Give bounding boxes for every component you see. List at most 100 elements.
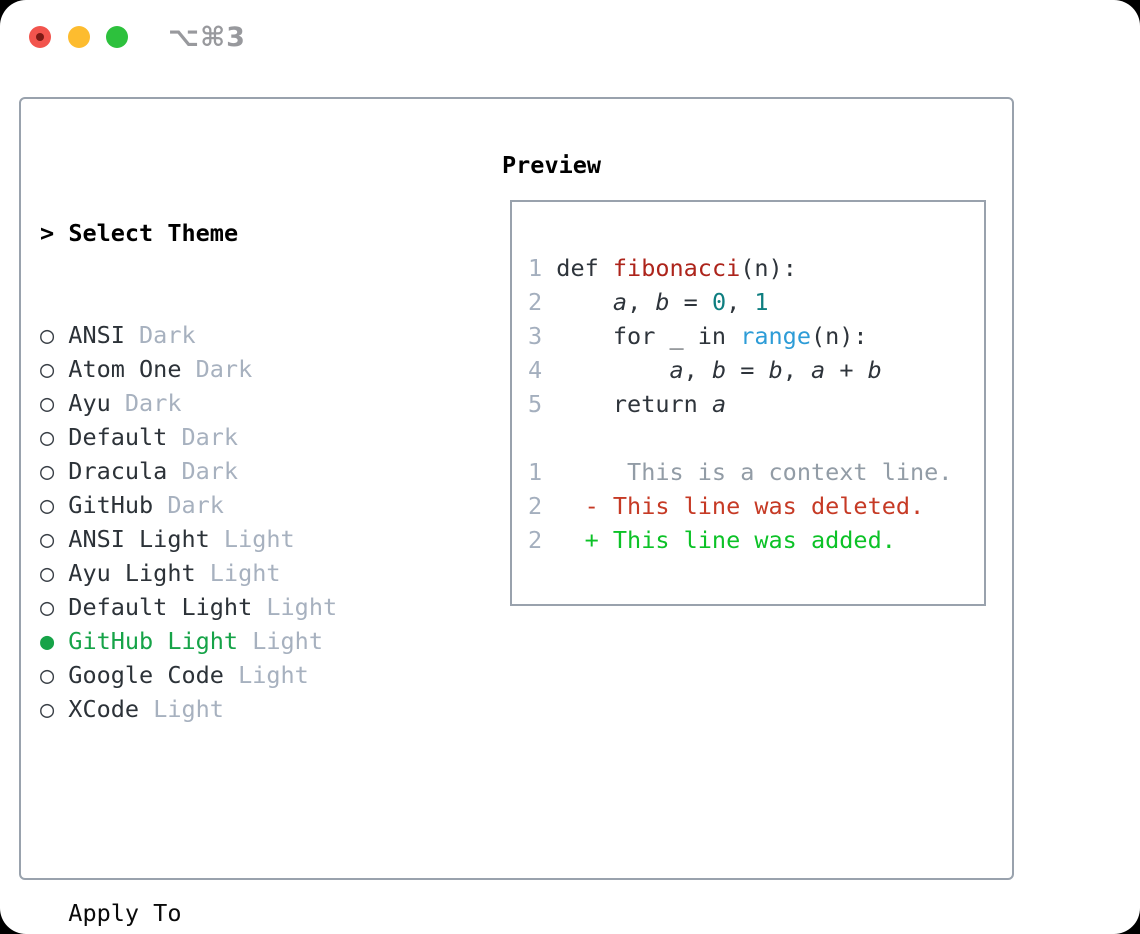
code-token-var: a: [612, 288, 628, 316]
code-line: 4 a, b = b, a + b: [528, 353, 952, 387]
radio-unselected-icon: ○: [40, 695, 69, 723]
theme-option[interactable]: ○ ANSI Dark: [40, 318, 436, 352]
code-token-code: (n):: [810, 322, 868, 350]
radio-unselected-icon: ○: [40, 593, 69, 621]
minimize-button[interactable]: [68, 26, 90, 48]
code-token-added: + This line was added.: [542, 526, 896, 554]
code-token-code: ,: [683, 356, 712, 384]
radio-unselected-icon: ○: [40, 389, 69, 417]
theme-option[interactable]: ○ ANSI Light Light: [40, 522, 436, 556]
code-token-num: 1: [754, 288, 769, 316]
line-number: 4: [528, 356, 543, 384]
line-number: 1: [528, 254, 543, 282]
radio-unselected-icon: ○: [40, 457, 69, 485]
code-token-code: =: [726, 356, 769, 384]
code-line: 1 def fibonacci(n):: [528, 251, 952, 285]
line-number: 2: [528, 288, 543, 316]
code-token-context: This is a context line.: [542, 458, 953, 486]
option-label: ANSI: [68, 321, 125, 349]
line-number: 3: [528, 322, 543, 350]
cursor-icon: >: [40, 219, 55, 247]
code-token-num: 0: [711, 288, 727, 316]
option-label: GitHub: [68, 491, 154, 519]
code-token-code: ,: [782, 356, 812, 384]
code-token-code: [542, 288, 613, 316]
radio-unselected-icon: ○: [40, 321, 69, 349]
theme-variant-label: Light: [238, 627, 323, 655]
close-button[interactable]: [29, 26, 51, 48]
theme-option[interactable]: ○ GitHub Dark: [40, 488, 436, 522]
code-token-var: a: [711, 390, 727, 418]
preview-header: Preview: [502, 151, 602, 179]
line-number: 2: [528, 526, 543, 554]
code-token-var: b: [768, 356, 783, 384]
theme-option[interactable]: ○ Default Light Light: [40, 590, 436, 624]
theme-variant-label: Dark: [181, 355, 253, 383]
theme-variant-label: Light: [223, 661, 309, 689]
code-token-code: return: [542, 390, 712, 418]
code-line: 2 - This line was deleted.: [528, 489, 952, 523]
code-line: 2 + This line was added.: [528, 523, 952, 557]
code-token-func: fibonacci: [612, 254, 741, 282]
theme-variant-label: Dark: [153, 491, 224, 519]
theme-variant-label: Light: [209, 525, 295, 553]
preview-pane: [510, 200, 986, 606]
option-label: XCode: [68, 695, 140, 723]
theme-option[interactable]: ○ Dracula Dark: [40, 454, 436, 488]
theme-option[interactable]: ○ Ayu Light Light: [40, 556, 436, 590]
line-number: 2: [528, 492, 543, 520]
code-token-var: b: [867, 356, 882, 384]
radio-selected-icon: ●: [40, 627, 69, 655]
code-token-code: (n):: [740, 254, 797, 282]
theme-option[interactable]: ○ XCode Light: [40, 692, 436, 726]
theme-option[interactable]: ○ Google Code Light: [40, 658, 436, 692]
code-token-builtin: range: [740, 322, 811, 350]
option-label: Ayu: [68, 389, 111, 417]
radio-unselected-icon: ○: [40, 661, 69, 689]
option-label: Google Code: [68, 661, 224, 689]
theme-option[interactable]: ● GitHub Light Light: [40, 624, 436, 658]
theme-variant-label: Light: [252, 593, 338, 621]
theme-option[interactable]: ○ Default Dark: [40, 420, 436, 454]
option-label: Default Light: [68, 593, 253, 621]
theme-option[interactable]: ○ Atom One Dark: [40, 352, 436, 386]
radio-unselected-icon: ○: [40, 491, 69, 519]
theme-variant-label: Dark: [110, 389, 182, 417]
code-token-code: ,: [627, 288, 656, 316]
option-label: GitHub Light: [68, 627, 239, 655]
code-token-code: [542, 356, 669, 384]
radio-unselected-icon: ○: [40, 423, 69, 451]
option-label: Ayu Light: [68, 559, 196, 587]
select-theme-header: > Select Theme: [40, 216, 436, 250]
radio-unselected-icon: ○: [40, 559, 69, 587]
code-token-var: a: [811, 356, 826, 384]
theme-list-column: > Select Theme ○ ANSI Dark○ Atom One Dar…: [40, 148, 436, 934]
window-title: ⌥⌘3: [168, 22, 246, 53]
option-label: Atom One: [68, 355, 182, 383]
apply-to-header: Apply To: [68, 899, 182, 927]
code-line: 1 This is a context line.: [528, 455, 952, 489]
code-token-var: a: [669, 356, 684, 384]
theme-variant-label: Dark: [167, 423, 239, 451]
line-number: 1: [528, 458, 543, 486]
code-line: 5 return a: [528, 387, 952, 421]
line-number: [528, 424, 542, 452]
spacer: [40, 794, 436, 828]
code-token-code: +: [825, 356, 868, 384]
option-label: Default: [68, 423, 168, 451]
theme-option[interactable]: ○ Ayu Dark: [40, 386, 436, 420]
code-line: 2 a, b = 0, 1: [528, 285, 952, 319]
code-token-var: b: [655, 288, 670, 316]
theme-variant-label: Dark: [167, 457, 239, 485]
option-label: ANSI Light: [68, 525, 210, 553]
code-token-code: =: [669, 288, 712, 316]
code-line: 3 for _ in range(n):: [528, 319, 952, 353]
code-token-code: for _ in: [542, 322, 741, 350]
theme-list: ○ ANSI Dark○ Atom One Dark○ Ayu Dark○ De…: [40, 318, 436, 726]
code-token-var: b: [711, 356, 727, 384]
zoom-button[interactable]: [106, 26, 128, 48]
theme-variant-label: Dark: [124, 321, 196, 349]
line-number: 5: [528, 390, 543, 418]
